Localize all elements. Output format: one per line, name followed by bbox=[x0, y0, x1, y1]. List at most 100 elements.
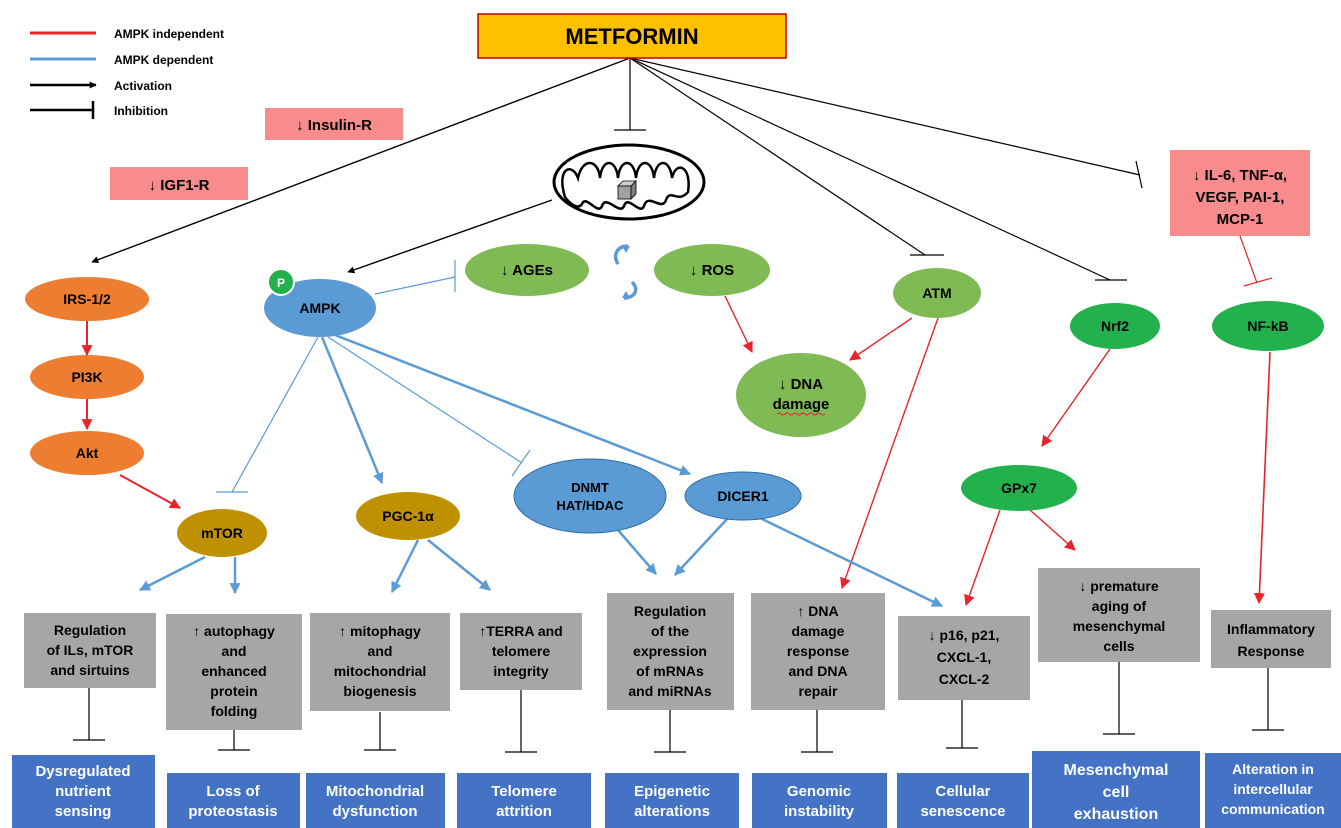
svg-text:telomere: telomere bbox=[492, 643, 551, 659]
svg-text:P: P bbox=[277, 276, 285, 290]
svg-text:Genomic: Genomic bbox=[787, 783, 851, 800]
arrow-atm-dna bbox=[849, 317, 913, 361]
hallmark-box-5: Epigenetic alterations bbox=[605, 773, 739, 828]
svg-text:AMPK: AMPK bbox=[299, 300, 340, 316]
hallmark-box-6: Genomic instability bbox=[752, 773, 887, 828]
svg-text:of the: of the bbox=[651, 623, 689, 639]
svg-text:Akt: Akt bbox=[76, 445, 99, 461]
effect-box-7: ↓ p16, p21, CXCL-1, CXCL-2 bbox=[898, 616, 1030, 700]
arrow-dicer-effect5 bbox=[674, 517, 729, 576]
svg-text:Epigenetic: Epigenetic bbox=[634, 783, 710, 800]
legend-ampk-dependent: AMPK dependent bbox=[114, 53, 213, 67]
svg-text:mitochondrial: mitochondrial bbox=[334, 663, 427, 679]
arrow-nfkb-inflammatory bbox=[1253, 351, 1271, 605]
svg-text:↓ AGEs: ↓ AGEs bbox=[501, 262, 553, 279]
svg-text:intercellular: intercellular bbox=[1233, 781, 1313, 797]
node-akt: Akt bbox=[30, 431, 144, 475]
svg-text:alterations: alterations bbox=[634, 803, 710, 820]
node-atm: ATM bbox=[893, 268, 981, 318]
metformin-label: METFORMIN bbox=[565, 24, 698, 49]
effect-box-1: Regulation of ILs, mTOR and sirtuins bbox=[24, 613, 156, 688]
mitochondrial-complex-cube bbox=[617, 180, 637, 200]
effect-box-5: Regulation of the expression of mRNAs an… bbox=[607, 593, 734, 710]
svg-text:Regulation: Regulation bbox=[634, 603, 706, 619]
arrow-metformin-irs bbox=[91, 57, 631, 264]
svg-text:↑ autophagy: ↑ autophagy bbox=[193, 623, 275, 639]
node-pi3k: PI3K bbox=[30, 355, 144, 399]
svg-text:↓ ROS: ↓ ROS bbox=[690, 262, 734, 279]
svg-text:and: and bbox=[222, 643, 247, 659]
arrow-pgc-effect3 bbox=[390, 539, 420, 593]
svg-text:CXCL-1,: CXCL-1, bbox=[937, 649, 991, 665]
mitochondrion-icon bbox=[552, 143, 706, 221]
arrow-ampk-pgc bbox=[320, 336, 384, 485]
hallmark-box-9: Alteration in intercellular communicatio… bbox=[1205, 753, 1341, 828]
legend: AMPK independent AMPK dependent Activati… bbox=[30, 27, 224, 119]
svg-text:CXCL-2: CXCL-2 bbox=[939, 671, 990, 687]
igf1-r-label: ↓ IGF1-R bbox=[149, 177, 210, 194]
inhibit-cytokines-nfkb-bar bbox=[1243, 277, 1273, 287]
hallmark-box-1: Dysregulated nutrient sensing bbox=[12, 755, 155, 828]
svg-text:enhanced: enhanced bbox=[201, 663, 266, 679]
inhibit-metformin-cytokines-bar bbox=[1135, 160, 1143, 189]
cytokines-line-3: MCP-1 bbox=[1217, 211, 1264, 228]
svg-text:damage: damage bbox=[792, 623, 845, 639]
svg-text:and: and bbox=[368, 643, 393, 659]
svg-text:nutrient: nutrient bbox=[55, 783, 111, 800]
legend-activation: Activation bbox=[114, 79, 172, 93]
inhibit-metformin-nrf2 bbox=[629, 57, 1111, 281]
svg-text:folding: folding bbox=[211, 703, 258, 719]
igf1-r-box: ↓ IGF1-R bbox=[110, 167, 248, 200]
svg-text:and sirtuins: and sirtuins bbox=[50, 662, 130, 678]
node-ages: ↓ AGEs bbox=[465, 244, 589, 296]
node-nfkb: NF-kB bbox=[1212, 301, 1324, 351]
inhibit-ampk-dnmt bbox=[327, 336, 523, 464]
insulin-r-label: ↓ Insulin-R bbox=[296, 117, 372, 134]
svg-text:and miRNAs: and miRNAs bbox=[628, 683, 711, 699]
svg-text:ATM: ATM bbox=[922, 285, 951, 301]
hallmark-box-4: Telomere attrition bbox=[457, 773, 591, 828]
cytokines-line-2: VEGF, PAI-1, bbox=[1196, 189, 1285, 206]
node-pgc: PGC-1α bbox=[356, 492, 460, 540]
svg-text:repair: repair bbox=[799, 683, 838, 699]
svg-text:Mitochondrial: Mitochondrial bbox=[326, 783, 424, 800]
svg-text:attrition: attrition bbox=[496, 803, 552, 820]
node-irs: IRS-1/2 bbox=[25, 277, 149, 321]
svg-text:Dysregulated: Dysregulated bbox=[35, 763, 130, 780]
svg-text:↑TERRA and: ↑TERRA and bbox=[479, 623, 562, 639]
svg-text:of ILs, mTOR: of ILs, mTOR bbox=[47, 642, 134, 658]
phosphate-badge: P bbox=[267, 268, 295, 296]
hallmark-box-7: Cellular senescence bbox=[897, 773, 1029, 828]
svg-text:↑ mitophagy: ↑ mitophagy bbox=[339, 623, 421, 639]
svg-text:expression: expression bbox=[633, 643, 707, 659]
arrow-atm-dnaresponse bbox=[840, 317, 939, 590]
svg-text:biogenesis: biogenesis bbox=[343, 683, 416, 699]
hallmark-box-2: Loss of proteostasis bbox=[167, 773, 300, 828]
arrow-mtor-effect1 bbox=[139, 555, 206, 592]
svg-text:cells: cells bbox=[1103, 638, 1134, 654]
arrow-dicer-effect7 bbox=[759, 516, 943, 608]
svg-text:of mRNAs: of mRNAs bbox=[636, 663, 704, 679]
svg-text:Response: Response bbox=[1238, 643, 1305, 659]
node-mtor: mTOR bbox=[177, 509, 267, 557]
svg-text:DICER1: DICER1 bbox=[717, 488, 769, 504]
svg-text:dysfunction: dysfunction bbox=[333, 803, 418, 820]
cytokines-line-1: ↓ IL-6, TNF-α, bbox=[1193, 167, 1287, 184]
spell-underline bbox=[776, 412, 826, 416]
effect-hallmark-inhibitors bbox=[73, 662, 1284, 753]
arrow-dnmt-effect5 bbox=[617, 529, 657, 575]
svg-text:exhaustion: exhaustion bbox=[1074, 806, 1158, 823]
svg-text:mTOR: mTOR bbox=[201, 525, 243, 541]
inhibit-ampk-ages bbox=[374, 276, 456, 295]
arrow-pgc-effect4 bbox=[427, 539, 491, 591]
arrow-ampk-dicer bbox=[334, 333, 692, 476]
inhibit-metformin-atm bbox=[629, 57, 926, 256]
svg-text:Telomere: Telomere bbox=[491, 783, 557, 800]
svg-text:PGC-1α: PGC-1α bbox=[382, 508, 434, 524]
svg-text:↓ premature: ↓ premature bbox=[1079, 578, 1159, 594]
svg-text:senescence: senescence bbox=[920, 803, 1005, 820]
svg-text:cell: cell bbox=[1103, 784, 1130, 801]
cytokines-box: ↓ IL-6, TNF-α, VEGF, PAI-1, MCP-1 bbox=[1170, 150, 1310, 236]
svg-text:HAT/HDAC: HAT/HDAC bbox=[557, 498, 625, 513]
